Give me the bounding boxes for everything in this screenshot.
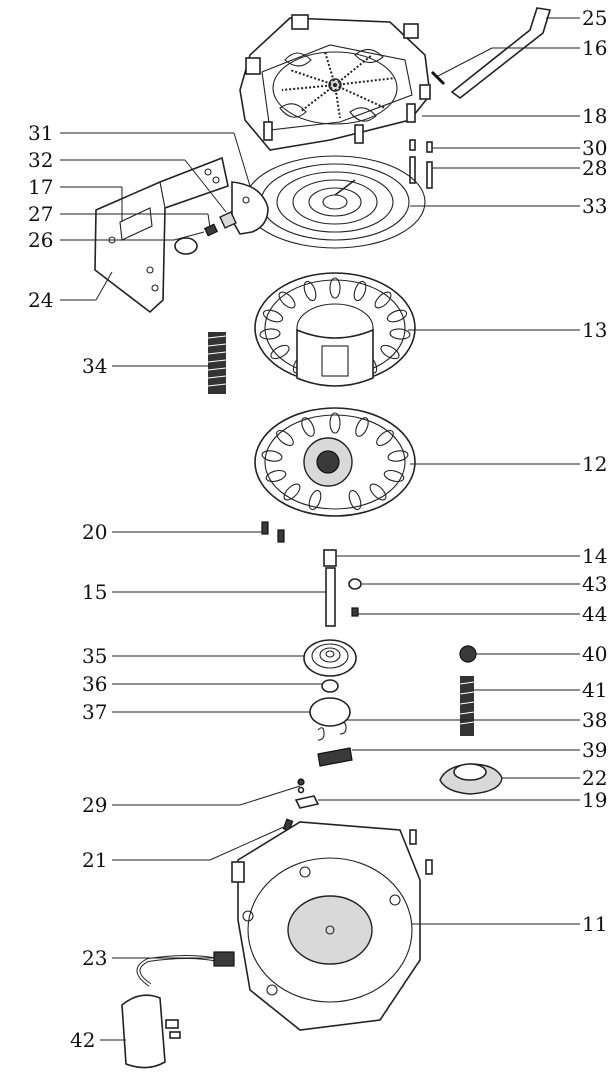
label-14: 14 bbox=[582, 544, 607, 568]
label-44: 44 bbox=[582, 602, 607, 626]
part-23-42-adapter bbox=[121, 951, 235, 1069]
label-36: 36 bbox=[82, 672, 107, 696]
part-33-coil-spring bbox=[244, 155, 426, 249]
part-32-27-26-fittings bbox=[174, 211, 237, 255]
label-18: 18 bbox=[582, 104, 607, 128]
part-30-28-pins bbox=[409, 139, 433, 189]
label-37: 37 bbox=[82, 700, 107, 724]
label-39: 39 bbox=[582, 738, 607, 762]
label-28: 28 bbox=[582, 156, 607, 180]
part-11-bottom-housing bbox=[231, 821, 433, 1031]
label-17: 17 bbox=[28, 175, 53, 199]
part-25-rod bbox=[450, 7, 552, 100]
part-41-spring bbox=[459, 676, 475, 736]
part-34-spring bbox=[207, 332, 227, 394]
label-41: 41 bbox=[582, 678, 607, 702]
part-14-15-shaft bbox=[323, 549, 337, 627]
label-35: 35 bbox=[82, 644, 107, 668]
label-13: 13 bbox=[582, 318, 607, 342]
label-20: 20 bbox=[82, 520, 107, 544]
label-32: 32 bbox=[28, 148, 53, 172]
part-40-nut bbox=[459, 645, 477, 663]
part-16-pin bbox=[430, 70, 446, 86]
label-23: 23 bbox=[82, 946, 107, 970]
label-31: 31 bbox=[28, 121, 53, 145]
part-22-knob bbox=[439, 763, 503, 795]
part-12-gear-disk bbox=[254, 407, 416, 517]
label-11: 11 bbox=[582, 912, 607, 936]
label-22: 22 bbox=[582, 766, 607, 790]
part-20-screws bbox=[261, 521, 285, 543]
label-43: 43 bbox=[582, 572, 607, 596]
label-30: 30 bbox=[582, 136, 607, 160]
label-38: 38 bbox=[582, 708, 607, 732]
label-26: 26 bbox=[28, 228, 53, 252]
label-24: 24 bbox=[28, 288, 53, 312]
part-43-44-small bbox=[348, 578, 362, 617]
callout-labels: 25 16 18 30 28 33 31 32 17 27 26 24 13 bbox=[28, 6, 607, 1052]
label-25: 25 bbox=[582, 6, 607, 30]
label-15: 15 bbox=[82, 580, 107, 604]
label-16: 16 bbox=[582, 36, 607, 60]
label-33: 33 bbox=[582, 194, 607, 218]
label-19: 19 bbox=[582, 788, 607, 812]
part-39-block bbox=[317, 747, 353, 767]
part-35-coil bbox=[303, 639, 357, 677]
label-40: 40 bbox=[582, 642, 607, 666]
label-34: 34 bbox=[82, 354, 107, 378]
part-36-37-rings bbox=[309, 679, 351, 727]
part-31-plate bbox=[231, 181, 269, 235]
part-24-bracket bbox=[94, 156, 229, 314]
label-29: 29 bbox=[82, 793, 107, 817]
label-12: 12 bbox=[582, 452, 607, 476]
part-18-top-housing bbox=[239, 14, 431, 151]
part-38-clips bbox=[317, 722, 347, 741]
part-13-reel bbox=[254, 272, 416, 387]
part-29-19-small bbox=[294, 778, 320, 809]
label-42: 42 bbox=[70, 1028, 95, 1052]
label-27: 27 bbox=[28, 202, 53, 226]
label-21: 21 bbox=[82, 848, 107, 872]
